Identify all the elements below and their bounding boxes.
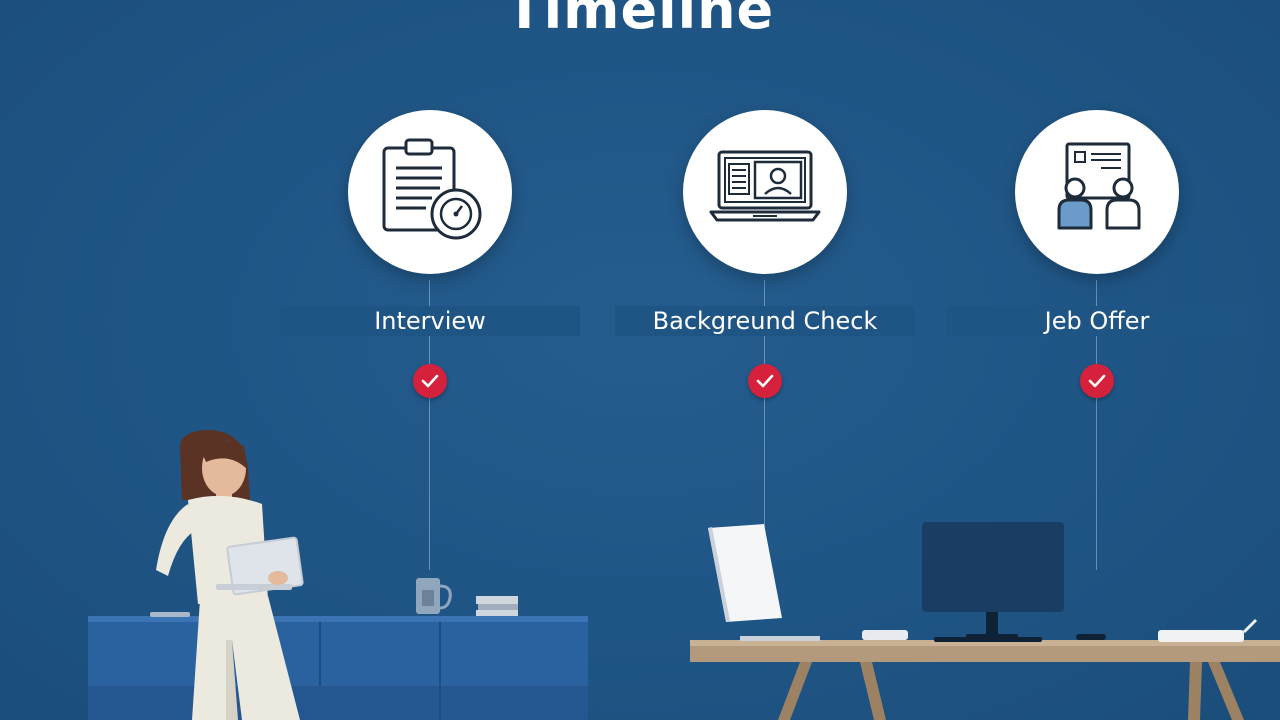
step-icon-circle (683, 110, 847, 274)
completed-check-badge (1080, 364, 1114, 398)
timeline-connector (429, 280, 430, 570)
people-document-icon (1057, 142, 1141, 230)
step-icon-circle (1015, 110, 1179, 274)
page-title: Timeline (505, 0, 775, 41)
mouse-icon (1076, 634, 1106, 640)
check-icon (1088, 374, 1106, 388)
right-desk (690, 640, 1280, 720)
router-icon (1158, 618, 1258, 642)
timeline-connector (764, 280, 765, 570)
timeline-step-background-check: Backgreund Check (615, 110, 915, 570)
completed-check-badge (413, 364, 447, 398)
desk-item (862, 630, 908, 640)
person-with-laptop (156, 430, 304, 720)
step-label: Jeb Offer (947, 306, 1247, 336)
timeline-step-interview: Interview (280, 110, 580, 570)
mug-icon (416, 578, 452, 614)
step-label: Backgreund Check (615, 306, 915, 336)
check-icon (421, 374, 439, 388)
clipboard-stopwatch-icon (382, 138, 482, 240)
books-icon (476, 596, 518, 616)
step-label: Interview (280, 306, 580, 336)
left-desk (88, 612, 588, 720)
check-icon (756, 374, 774, 388)
timeline-connector (1096, 280, 1097, 570)
laptop-video-call-icon (709, 150, 821, 222)
completed-check-badge (748, 364, 782, 398)
tablet-on-stand (708, 524, 820, 641)
timeline-step-job-offer: Jeb Offer (947, 110, 1247, 570)
step-icon-circle (348, 110, 512, 274)
monitor-icon (922, 522, 1064, 642)
